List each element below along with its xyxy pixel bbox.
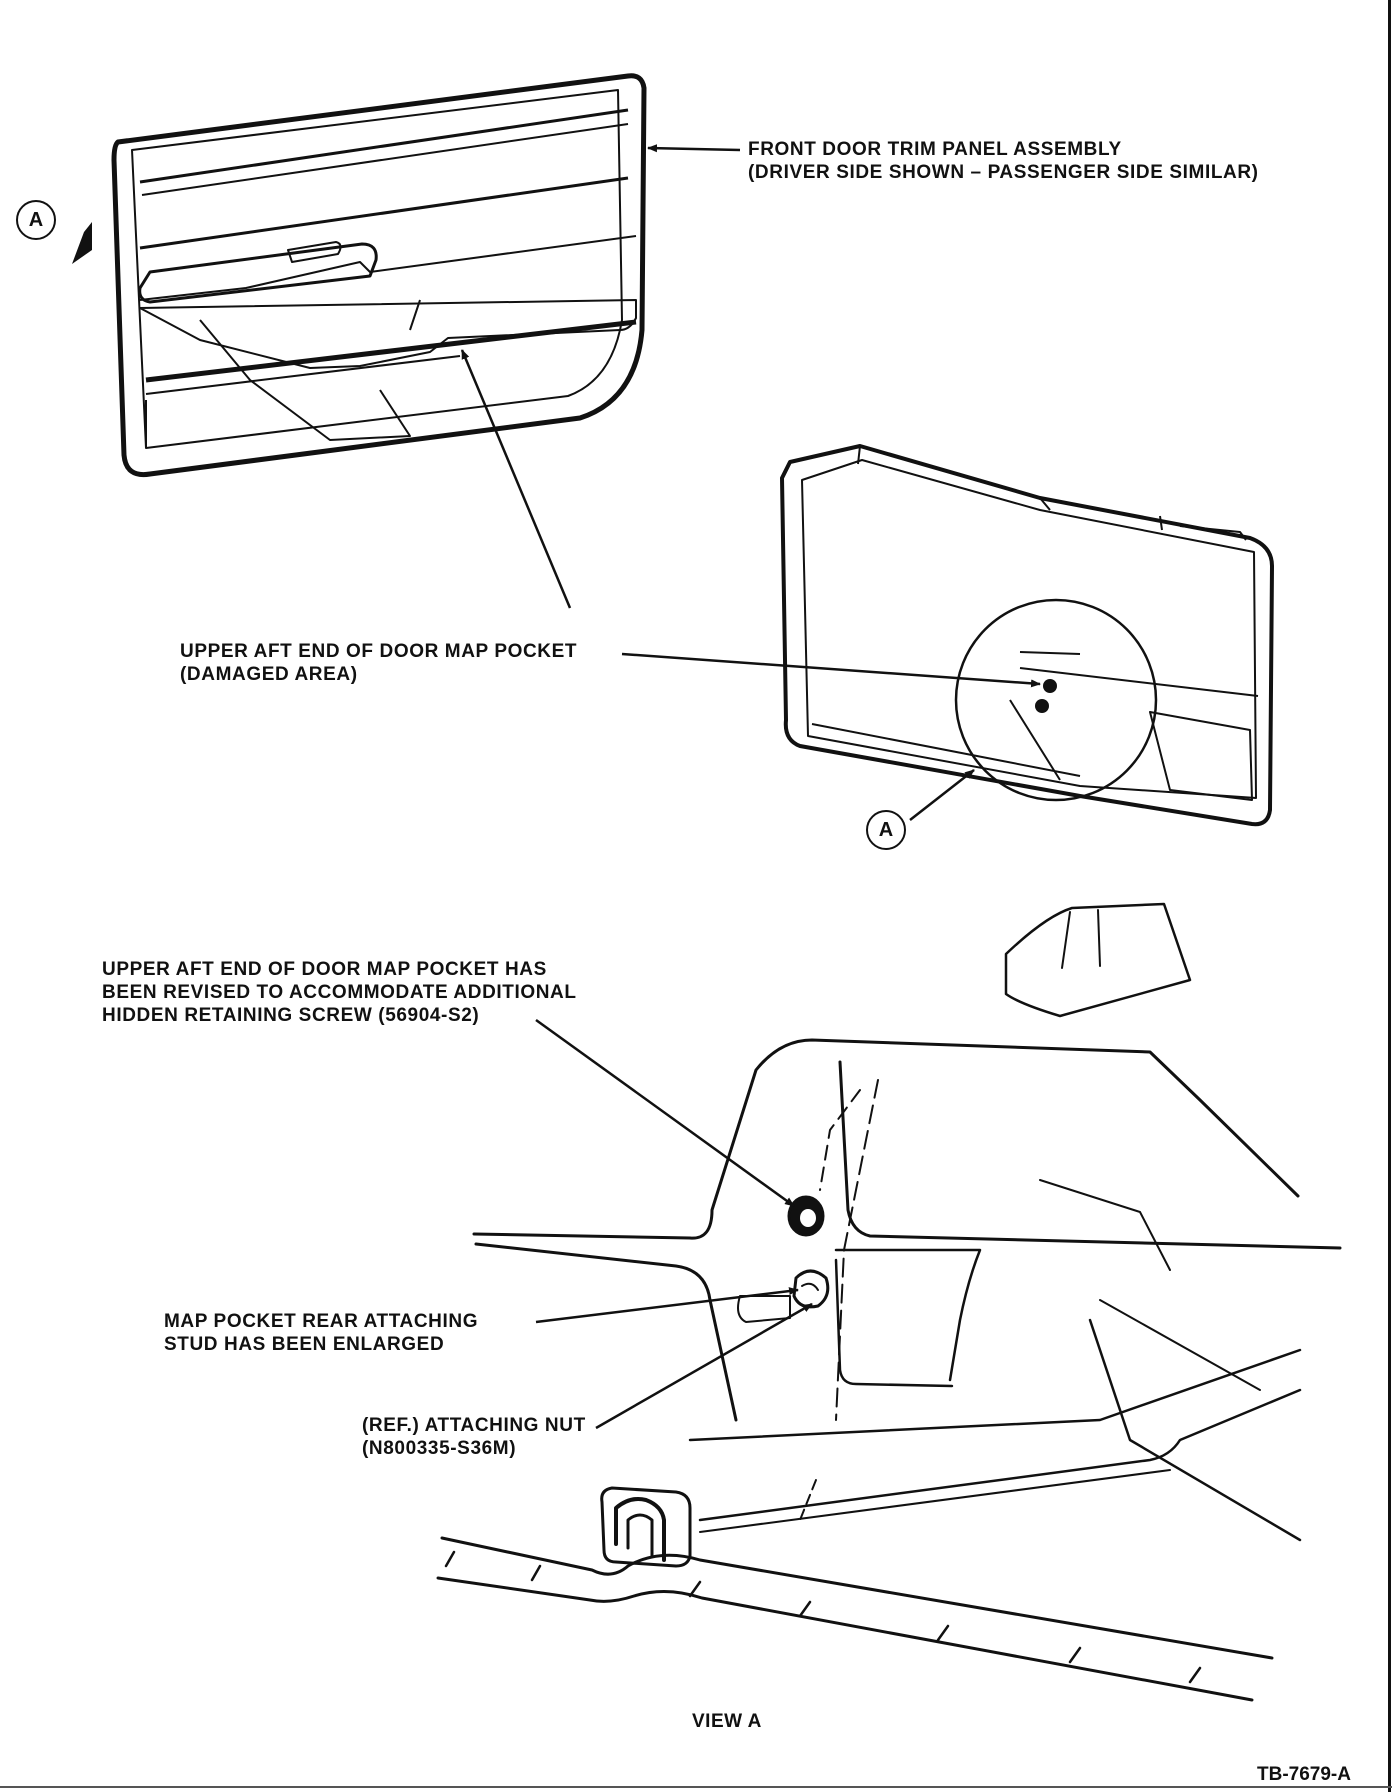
label-damaged-area: UPPER AFT END OF DOOR MAP POCKET (DAMAGE… [180,640,577,686]
label-trim-panel-line2: (DRIVER SIDE SHOWN – PASSENGER SIDE SIMI… [748,162,1259,183]
door-trim-panel-rear [780,444,1274,827]
callout-a-rear-panel: A [866,810,906,850]
callout-a-top-left: A [16,200,56,240]
label-nut-line1: (REF.) ATTACHING NUT [362,1415,586,1436]
page-border-right [1388,0,1391,1792]
label-nut: (REF.) ATTACHING NUT (N800335-S36M) [362,1414,586,1460]
page-border-bottom [0,1786,1392,1788]
label-revised-pocket-line2: BEEN REVISED TO ACCOMMODATE ADDITIONAL [102,982,577,1003]
label-stud: MAP POCKET REAR ATTACHING STUD HAS BEEN … [164,1310,478,1356]
leader-lines-view-a [535,1018,813,1430]
label-nut-line2: (N800335-S36M) [362,1438,517,1459]
label-revised-pocket-line1: UPPER AFT END OF DOOR MAP POCKET HAS [102,959,547,980]
view-title: VIEW A [692,1711,762,1732]
label-revised-pocket-line3: HIDDEN RETAINING SCREW (56904-S2) [102,1005,480,1026]
label-trim-panel-line1: FRONT DOOR TRIM PANEL ASSEMBLY [748,139,1122,160]
label-damaged-area-line1: UPPER AFT END OF DOOR MAP POCKET [180,641,578,662]
label-stud-line1: MAP POCKET REAR ATTACHING [164,1311,479,1332]
label-trim-panel: FRONT DOOR TRIM PANEL ASSEMBLY (DRIVER S… [748,138,1259,184]
view-direction-pointer [72,222,92,264]
label-revised-pocket: UPPER AFT END OF DOOR MAP POCKET HAS BEE… [102,958,577,1027]
leader-lines-top [460,144,1041,821]
door-trim-panel-front [111,73,647,478]
view-a-detail [436,902,1342,1702]
label-stud-line2: STUD HAS BEEN ENLARGED [164,1334,445,1355]
figure-number: TB-7679-A [1257,1764,1351,1785]
label-damaged-area-line2: (DAMAGED AREA) [180,664,358,685]
